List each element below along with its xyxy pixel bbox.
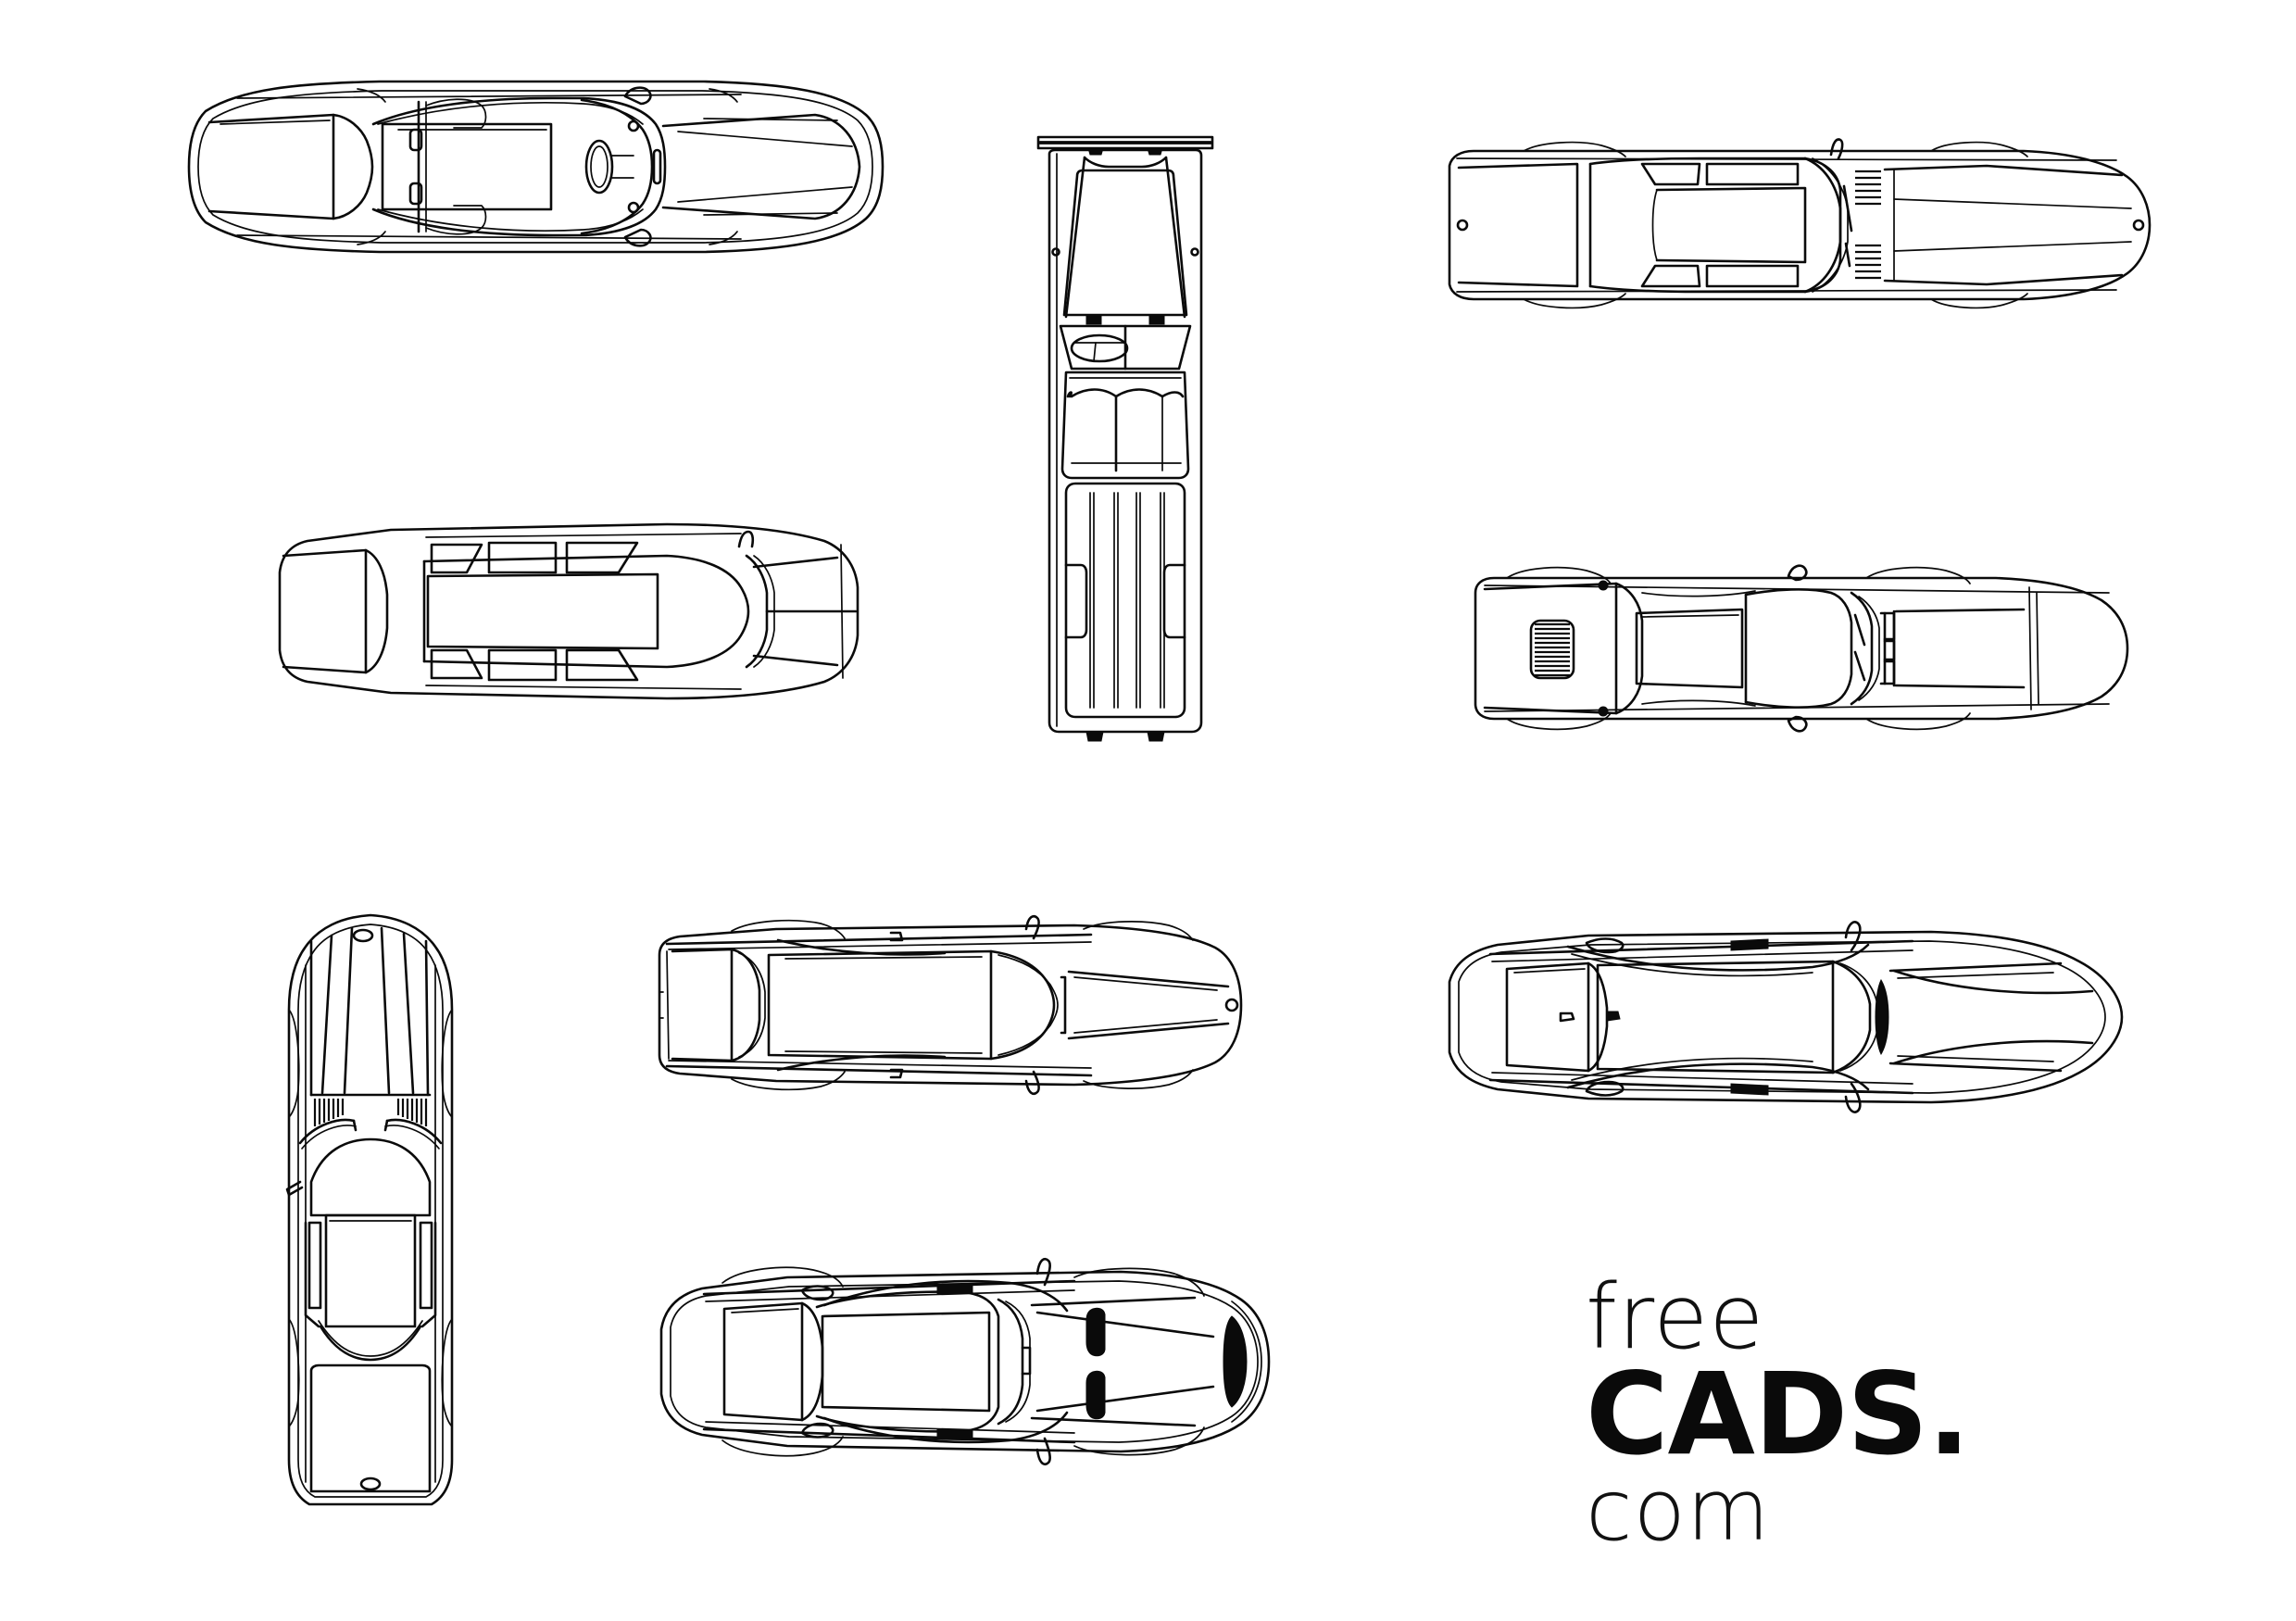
drawing-sedan-classic-top[interactable]	[1431, 134, 2172, 315]
drawing-sedan-vertical-top[interactable]	[278, 908, 463, 1528]
drawing-sports-coupe-top[interactable]	[639, 1255, 1287, 1468]
watermark-line-com: com	[1586, 1460, 1771, 1560]
drawing-pickup-truck-top[interactable]	[1033, 130, 1218, 750]
drawing-sedan-rounded-top[interactable]	[1431, 917, 2163, 1116]
drawing-sedan-boxy-top[interactable]	[269, 519, 871, 704]
watermark-line-free: free	[1586, 1265, 1765, 1369]
watermark-line-cads: CADS.	[1586, 1349, 1970, 1481]
drawing-hatchback-top[interactable]	[639, 912, 1250, 1098]
drawing-sedan-modern-top[interactable]	[148, 74, 898, 259]
watermark-logo: free CADS. com	[1586, 1265, 2104, 1582]
drawing-muscle-car-top[interactable]	[1431, 556, 2172, 741]
